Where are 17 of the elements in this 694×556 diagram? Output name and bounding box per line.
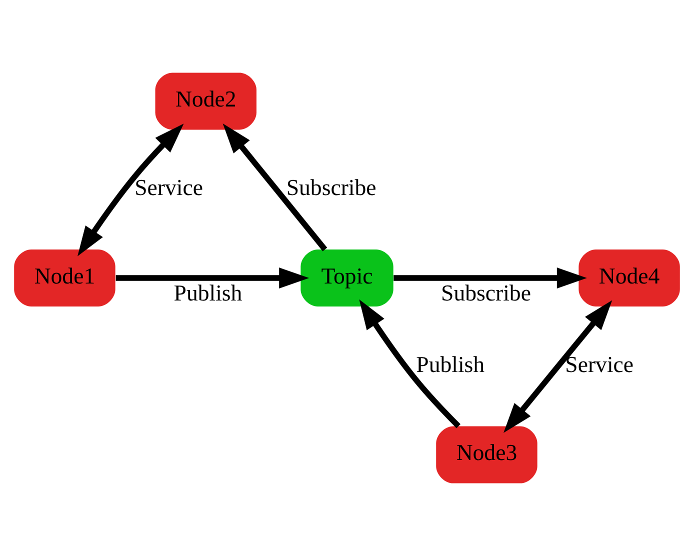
arrow — [394, 268, 587, 288]
node-box: Topic — [300, 249, 394, 307]
edge-label: Service — [134, 175, 203, 200]
node-box: Node3 — [436, 426, 538, 484]
node-box: Node1 — [14, 249, 116, 307]
edge-label: Publish — [174, 280, 242, 306]
arrow — [222, 123, 328, 252]
edge-label: Publish — [416, 352, 485, 377]
arrow — [359, 299, 461, 428]
edge-label: Subscribe — [286, 175, 376, 200]
arrow — [116, 268, 310, 288]
edge-label: Service — [565, 352, 634, 377]
edge-label: Subscribe — [441, 280, 531, 306]
node-box: Node4 — [578, 249, 680, 307]
arrow — [504, 300, 612, 433]
arrow — [78, 124, 184, 256]
node-box: Node2 — [155, 72, 256, 130]
